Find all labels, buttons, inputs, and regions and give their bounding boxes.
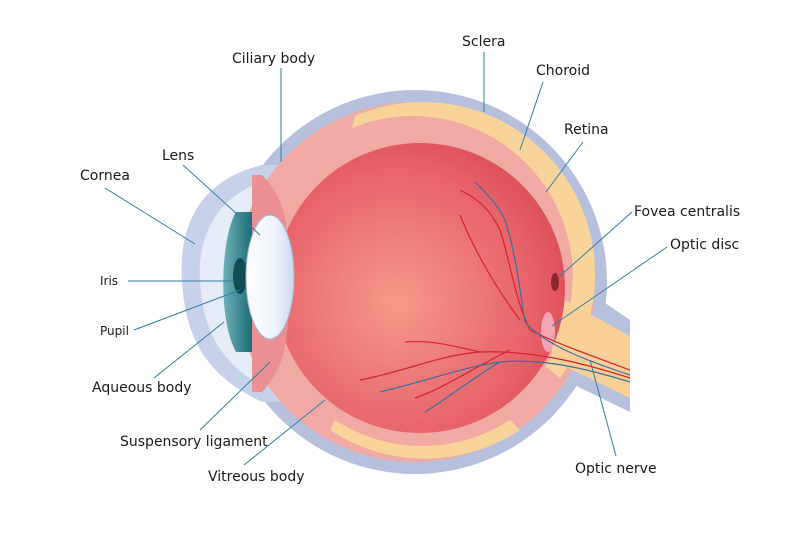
label-retina: Retina [564,122,609,138]
retina-layer [352,101,596,378]
label-optic-disc: Optic disc [670,237,739,253]
label-ciliary-body: Ciliary body [232,51,315,67]
label-fovea-centralis: Fovea centralis [634,204,740,220]
fovea-centralis [551,273,559,291]
label-iris: Iris [100,274,118,288]
lens [245,214,295,340]
leader-lines [104,52,668,466]
label-suspensory-ligament: Suspensory ligament [120,434,268,450]
label-choroid: Choroid [536,63,590,79]
label-pupil: Pupil [100,324,129,338]
label-sclera: Sclera [462,34,505,50]
blood-vessels [359,181,631,413]
retina-lower-arc [330,420,520,459]
pupil [233,258,247,294]
vitreous-body [275,143,565,433]
label-vitreous-body: Vitreous body [208,469,305,485]
label-lens: Lens [162,148,194,164]
label-aqueous-body: Aqueous body [92,380,192,396]
label-cornea: Cornea [80,168,130,184]
optic-disc [541,312,555,352]
label-optic-nerve: Optic nerve [575,461,657,477]
